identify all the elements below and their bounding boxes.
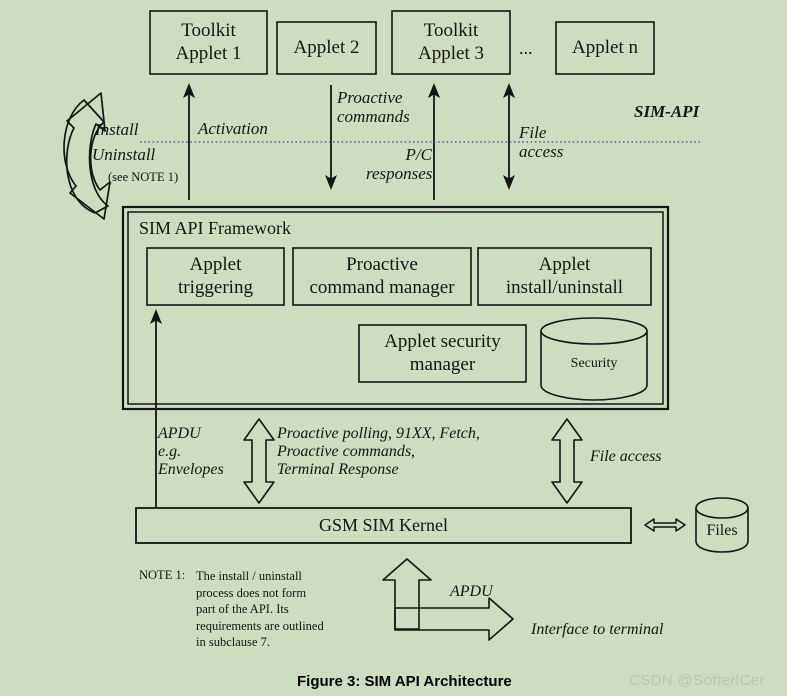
install-uninstall-curved-arrow <box>63 92 111 220</box>
proactive-polling-label: Proactive polling, 91XX, Fetch, Proactiv… <box>277 425 480 478</box>
apdu-envelopes-label: APDU e.g. Envelopes <box>158 425 224 478</box>
apdu-label: APDU <box>450 583 493 600</box>
module-label-applet-triggering: Applet triggering <box>178 254 253 298</box>
uninstall-label: Uninstall <box>92 145 156 164</box>
arrow-file-access-double <box>551 418 583 504</box>
figure-caption: Figure 3: SIM API Architecture <box>297 673 512 690</box>
module-label-proactive-command-manager: Proactive command manager <box>309 254 455 298</box>
activation-label: Activation <box>198 119 268 138</box>
security-store-label: Security <box>570 355 618 371</box>
interface-to-terminal-label: Interface to terminal <box>531 621 664 638</box>
files-store-label: Files <box>706 522 738 539</box>
files-cylinder <box>695 497 749 553</box>
see-note-label: (see NOTE 1) <box>108 170 179 184</box>
note-header: NOTE 1: <box>139 568 186 582</box>
applet-boxes <box>149 10 655 75</box>
arrow-kernel-files <box>644 518 686 532</box>
applet-box-label-n: Applet n <box>572 36 638 58</box>
csdn-watermark: CSDN @SofterlCer <box>629 672 765 689</box>
arrow-applet-triggering-up <box>150 309 162 508</box>
note-body: The install / uninstall process does not… <box>196 569 324 649</box>
security-cylinder <box>540 317 648 401</box>
module-label-applet-security-manager: Applet security manager <box>384 331 501 375</box>
module-label-applet-install-uninstall: Applet install/uninstall <box>505 254 624 298</box>
applet-box-label-1: Toolkit Applet 1 <box>175 20 242 64</box>
arrow-pc-responses <box>428 83 440 200</box>
file-access-top-label: File access <box>519 123 564 162</box>
applet-ellipsis: ... <box>519 38 533 58</box>
sim-api-framework-box <box>121 205 670 411</box>
pc-responses-label: P/C responses <box>366 145 433 184</box>
sim-api-label: SIM-API <box>634 102 700 121</box>
gsm-sim-kernel-label: GSM SIM Kernel <box>319 515 448 536</box>
framework-module-boxes <box>146 247 652 383</box>
file-access-label: File access <box>590 448 662 465</box>
arrow-activation <box>183 83 195 200</box>
arrow-apdu-interface-terminal <box>382 558 514 641</box>
proactive-commands-label: Proactive commands <box>337 88 410 127</box>
arrow-proactive-polling-double <box>243 418 275 504</box>
arrow-proactive-commands <box>325 85 337 190</box>
applet-box-label-3: Toolkit Applet 3 <box>418 20 484 64</box>
install-label: Install <box>95 120 139 139</box>
gsm-sim-kernel-box <box>135 507 632 544</box>
applet-box-label-2: Applet 2 <box>293 36 360 58</box>
arrow-file-access-top <box>503 83 515 190</box>
framework-title: SIM API Framework <box>139 218 291 238</box>
